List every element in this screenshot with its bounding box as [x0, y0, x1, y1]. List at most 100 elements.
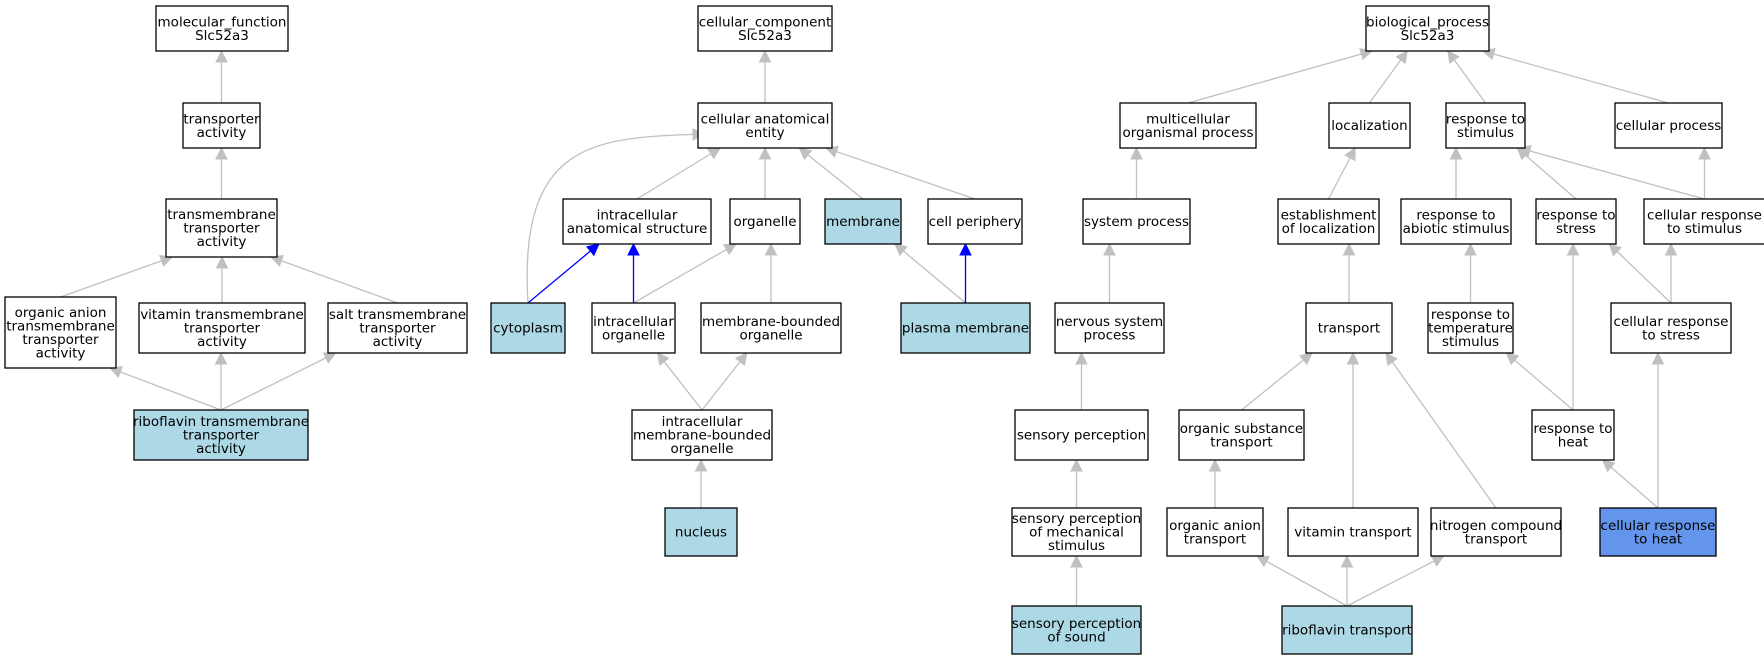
edge-spms-to-sper — [1070, 458, 1083, 508]
node-label-line: activity — [373, 334, 423, 350]
node-box — [1365, 5, 1490, 52]
node-box — [1119, 102, 1257, 149]
node-label-line: response to — [1446, 111, 1525, 127]
edge-rts-to-bp — [1447, 50, 1487, 104]
edge-rth-to-rst — [1566, 242, 1580, 410]
edge-pm-to-mem — [894, 243, 966, 304]
go-term-rtta[interactable]: riboflavin transmembranetransporteractiv… — [133, 409, 309, 461]
node-box — [1430, 507, 1562, 557]
node-label-line: of localization — [1282, 221, 1376, 237]
node-box — [1531, 409, 1615, 461]
node-box — [1535, 198, 1617, 245]
edge-vtta-to-tmta — [215, 255, 229, 303]
node-label-line: membrane-bounded — [633, 428, 771, 444]
node-label-line: plasma membrane — [902, 321, 1029, 337]
node-box — [697, 5, 833, 52]
node-label-line: cellular response — [1601, 518, 1716, 534]
node-label-line: process — [1084, 327, 1136, 343]
edge-eol-to-loc — [1327, 147, 1356, 200]
node-label-line: biological_process — [1366, 14, 1489, 30]
edge-ras-to-rts — [1449, 146, 1463, 199]
go-term-cyt[interactable]: cytoplasm — [490, 302, 566, 354]
go-term-cellp[interactable]: cellular process — [1614, 102, 1723, 149]
node-label-line: riboflavin transport — [1282, 623, 1412, 639]
node-box — [1011, 605, 1142, 655]
go-term-sper[interactable]: sensory perception — [1014, 409, 1149, 461]
edge-rtts-to-ras — [1464, 242, 1477, 303]
node-label-line: intracellular — [597, 207, 678, 223]
edge-io-to-org — [633, 243, 737, 304]
node-label-line: response to — [1536, 207, 1615, 223]
node-label-line: transport — [1318, 321, 1380, 337]
go-term-vt[interactable]: vitamin transport — [1287, 507, 1419, 557]
node-label-line: cellular response — [1614, 314, 1729, 330]
node-label-line: vitamin transmembrane — [140, 307, 304, 323]
go-term-sp[interactable]: system process — [1082, 198, 1191, 245]
edge-sp-to-mop — [1130, 146, 1143, 199]
edge-loc-to-bp — [1368, 50, 1408, 104]
edge-trans-to-eol — [1342, 242, 1356, 303]
node-box — [700, 302, 842, 354]
node-label-line: cellular anatomical — [701, 111, 830, 127]
node-label-line: cellular response — [1647, 207, 1762, 223]
node-label-line: sensory perception — [1012, 511, 1141, 527]
node-box — [1599, 507, 1717, 557]
go-term-nuc[interactable]: nucleus — [664, 507, 738, 557]
edge-rtta-to-stta — [220, 352, 337, 411]
edge-crst-to-rst — [1608, 243, 1672, 304]
node-label-line: organelle — [733, 214, 796, 230]
go-term-mem[interactable]: membrane — [824, 198, 902, 245]
edge-nuc-to-imbo — [694, 458, 708, 508]
node-label-line: cell periphery — [929, 214, 1022, 230]
edge-rtta-to-vtta — [214, 351, 228, 410]
node-label-line: transport — [1210, 434, 1272, 450]
node-label-line: sensory perception — [1012, 616, 1141, 632]
go-term-trans[interactable]: transport — [1305, 302, 1393, 354]
go-term-cp[interactable]: cell periphery — [927, 198, 1023, 245]
go-term-loc[interactable]: localization — [1328, 102, 1411, 149]
go-term-org[interactable]: organelle — [729, 198, 801, 245]
node-box — [165, 198, 278, 258]
edge-rt-to-oat — [1256, 555, 1348, 607]
node-label-line: transporter — [183, 428, 260, 444]
node-label-line: salt transmembrane — [329, 307, 466, 323]
node-box — [1281, 605, 1413, 655]
go-term-oatta[interactable]: organic aniontransmembranetransporteract… — [4, 296, 117, 369]
node-box — [562, 198, 712, 245]
go-term-rt[interactable]: riboflavin transport — [1281, 605, 1413, 655]
go-term-pm[interactable]: plasma membrane — [900, 302, 1031, 354]
node-label-line: transporter — [183, 111, 260, 127]
node-label-line: to heat — [1634, 531, 1682, 547]
node-box — [824, 198, 902, 245]
node-label-line: transmembrane — [167, 207, 276, 223]
edge-crs-to-rts — [1517, 144, 1705, 200]
